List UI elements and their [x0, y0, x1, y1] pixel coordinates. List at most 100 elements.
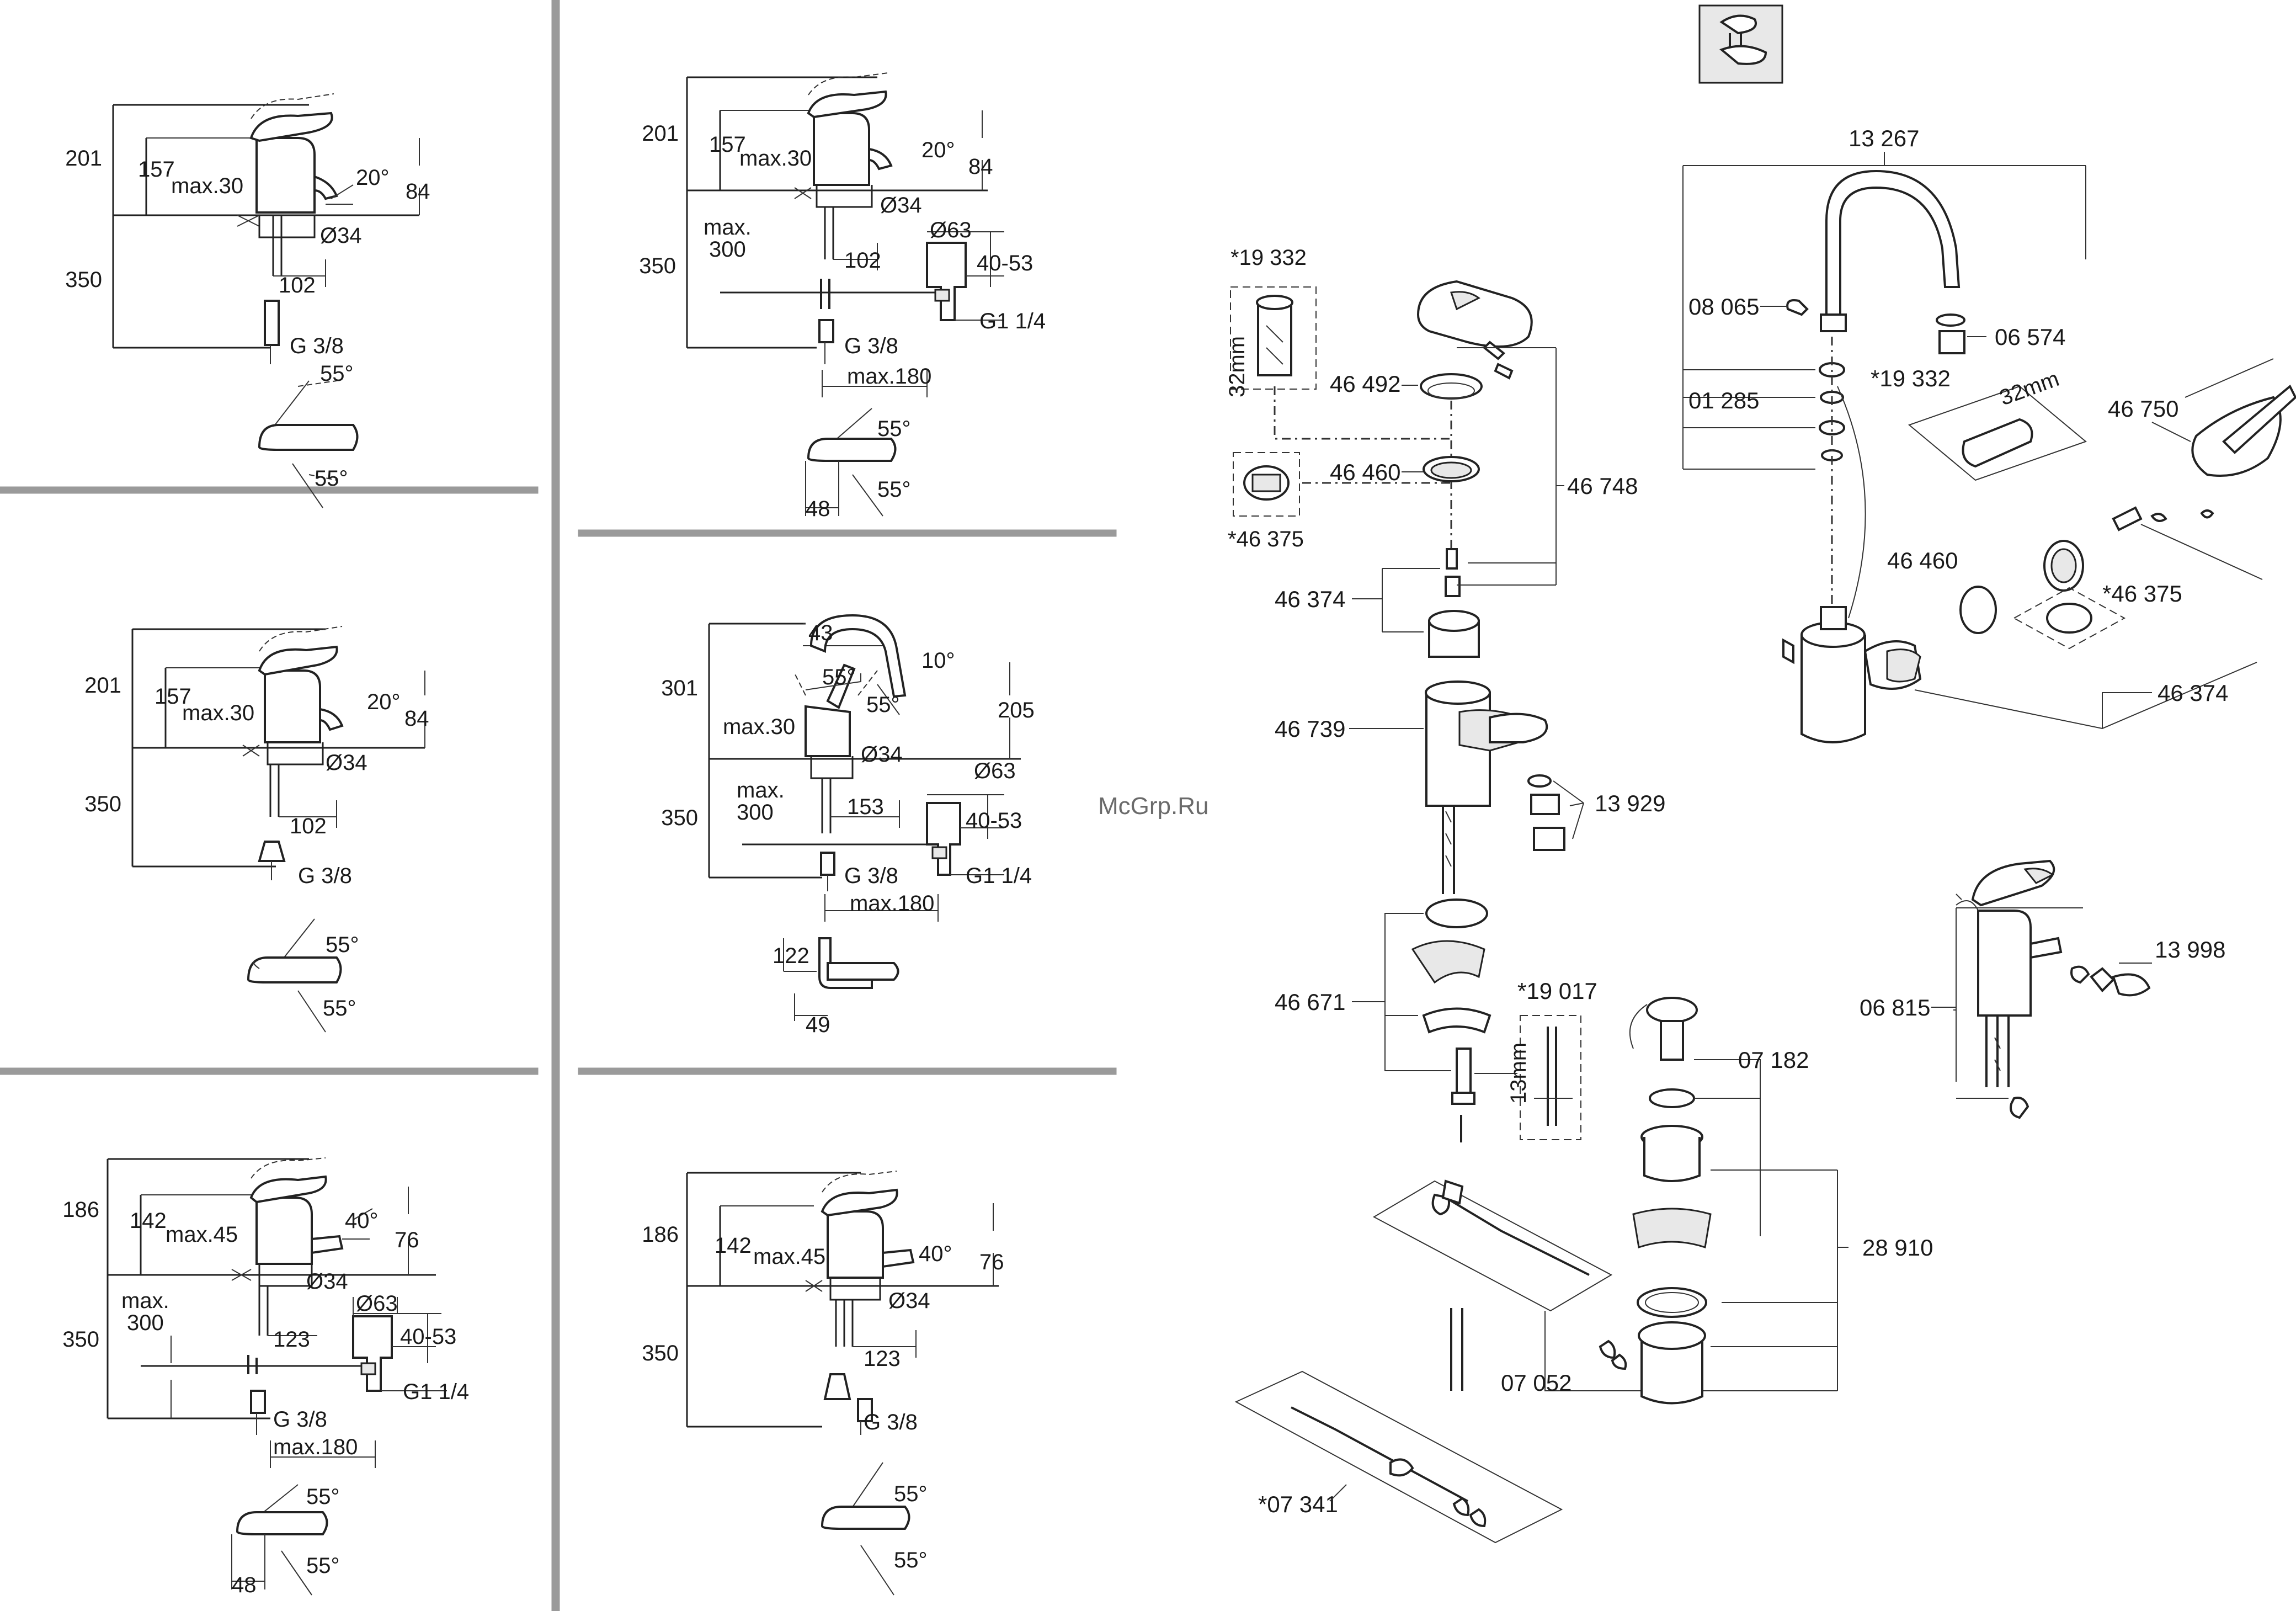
dim-rotation-a: 55° [877, 417, 911, 441]
dim-reach: 123 [864, 1347, 901, 1371]
dim-waste-range: 40-53 [966, 809, 1022, 833]
dim-waste-diameter: Ø63 [356, 1291, 398, 1316]
dim-max-value: 300 [127, 1311, 164, 1335]
part-01285-label: 01 285 [1688, 387, 1759, 413]
dim-thread: G 3/8 [273, 1407, 327, 1432]
part-07182-label: 07 182 [1738, 1047, 1809, 1073]
dim-height-total: 186 [62, 1198, 99, 1222]
exploded-view-high-spout: 13 267 08 065 06 574 01 285 *19 332 32mm… [1682, 4, 2296, 743]
dim-height-total: 201 [65, 146, 102, 171]
dim-thread: G 3/8 [290, 334, 344, 358]
dim-hose-height: 350 [642, 1341, 679, 1365]
part-13929-label: 13 929 [1595, 790, 1665, 816]
dimension-drawing-2: 201 157 max.30 20° 84 Ø34 350 102 G 3/8 … [84, 626, 429, 1033]
dim-diameter: Ø34 [320, 224, 362, 248]
dim-angle-b: 55° [822, 665, 856, 689]
dim-max-deck: max.30 [171, 174, 243, 198]
dim-max-deck: max.30 [739, 146, 812, 171]
watermark-text: McGrp.Ru [1098, 793, 1208, 820]
panel-separators [0, 0, 1117, 1611]
dim-hose-height: 350 [62, 1327, 99, 1352]
part-46375b-label: *46 375 [2102, 581, 2182, 607]
dim-spout-angle: 20° [921, 138, 955, 162]
dim-diameter: Ø34 [888, 1289, 930, 1313]
dim-waste-range: 40-53 [977, 251, 1033, 275]
dim-max-value: 300 [737, 800, 774, 825]
dim-height-total: 201 [84, 673, 121, 698]
dim-reach: 123 [273, 1327, 310, 1352]
dim-offset: 48 [232, 1573, 257, 1597]
dim-max-deck: max.45 [166, 1222, 238, 1247]
dimension-drawing-6: 186 142 max.45 40° 76 Ø34 350 123 G 3/8 … [642, 1171, 1004, 1596]
dim-reach: 102 [844, 248, 881, 273]
dim-thread: G 3/8 [864, 1410, 918, 1434]
part-46671-label: 46 671 [1275, 989, 1345, 1015]
dim-spout-height: 142 [130, 1209, 167, 1233]
part-46750-label: 46 750 [2108, 396, 2178, 422]
part-46492-label: 46 492 [1330, 371, 1400, 397]
cartridge-size-label: 32mm [1225, 336, 1249, 397]
dim-height-total: 186 [642, 1222, 679, 1247]
part-13267-label: 13 267 [1848, 125, 1919, 151]
dimension-drawing-5: 43 301 10° 55° 55° 205 max.30 Ø34 Ø63 ma… [661, 614, 1035, 1037]
dim-hose-height: 350 [84, 792, 121, 816]
dim-outlet-height: 76 [395, 1228, 419, 1252]
dim-diameter: Ø34 [306, 1269, 348, 1294]
dim-thread: G 3/8 [844, 334, 898, 358]
dim-offset: 48 [806, 497, 830, 521]
dim-rotation-a: 55° [306, 1485, 340, 1509]
dim-reach: 102 [290, 814, 327, 838]
dim-max-label: max. [704, 215, 752, 240]
dim-waste-diameter: Ø63 [930, 218, 972, 242]
part-13998-label: 13 998 [2155, 937, 2225, 963]
part-06574-label: 06 574 [1995, 324, 2065, 350]
dim-diameter: Ø34 [880, 193, 922, 217]
dim-height-total: 201 [642, 121, 679, 146]
dim-waste-diameter: Ø63 [974, 759, 1016, 783]
dim-hose-height: 350 [639, 254, 676, 278]
dim-spout-angle: 20° [356, 166, 390, 190]
dim-rod-length: max.180 [850, 891, 934, 916]
exploded-view-bidet: 06 815 13 998 [1860, 859, 2225, 1119]
dim-diameter: Ø34 [326, 751, 367, 775]
dim-outlet-height: 84 [406, 179, 430, 204]
dim-spout-height: 157 [709, 132, 746, 157]
dim-rotation-b: 55° [315, 466, 348, 491]
dim-spout-height: 142 [715, 1233, 752, 1258]
part-07341-label: *07 341 [1258, 1491, 1338, 1517]
part-19332-cartridge-label: *19 332 [1230, 246, 1307, 270]
dim-diameter: Ø34 [861, 742, 903, 767]
dim-outlet-height: 84 [968, 155, 993, 179]
dim-max-label: max. [737, 778, 785, 802]
dim-rotation-a: 55° [320, 361, 354, 386]
dimension-drawing-4: 201 157 max.30 20° 84 Ø34 Ø63 max. 300 3… [639, 72, 1046, 521]
dim-reach: 102 [279, 273, 316, 297]
dim-height-total: 301 [661, 676, 698, 700]
dim-max-label: max. [121, 1289, 169, 1313]
dim-rotation-a: 55° [894, 1482, 928, 1506]
cartridge-size-label-b: 32mm [1996, 366, 2062, 410]
part-19332b-label: *19 332 [1871, 365, 1951, 391]
dim-rotation-a: 55° [326, 933, 359, 957]
part-07052-label: 07 052 [1501, 1370, 1571, 1396]
dim-waste-thread: G1 1/4 [979, 309, 1046, 333]
dim-spout-angle: 20° [367, 690, 401, 714]
dim-rotation-b: 55° [323, 996, 356, 1020]
part-28910-label: 28 910 [1862, 1235, 1933, 1261]
dim-rotation-b: 55° [894, 1548, 928, 1572]
dim-outlet-height: 84 [404, 706, 429, 731]
part-06815-label: 06 815 [1860, 995, 1930, 1020]
dimension-drawing-1: 201 157 max.30 20° 84 Ø34 350 102 G 3/8 … [65, 93, 430, 508]
dim-rod-length: max.180 [273, 1435, 358, 1459]
dim-thread: G 3/8 [844, 864, 898, 888]
dim-max-deck: max.30 [723, 715, 795, 739]
dim-angle-a: 10° [921, 648, 955, 673]
dim-thread: G 3/8 [298, 864, 352, 888]
insert-size-label: 13mm [1506, 1043, 1531, 1104]
exploded-view-basin-mixer: *19 332 32mm *46 375 46 492 46 460 46 37… [1225, 246, 1933, 1544]
part-46375-label: *46 375 [1228, 527, 1304, 551]
part-08065-label: 08 065 [1688, 294, 1759, 320]
dim-waste-range: 40-53 [400, 1325, 456, 1349]
dim-max-deck: max.30 [182, 701, 254, 725]
